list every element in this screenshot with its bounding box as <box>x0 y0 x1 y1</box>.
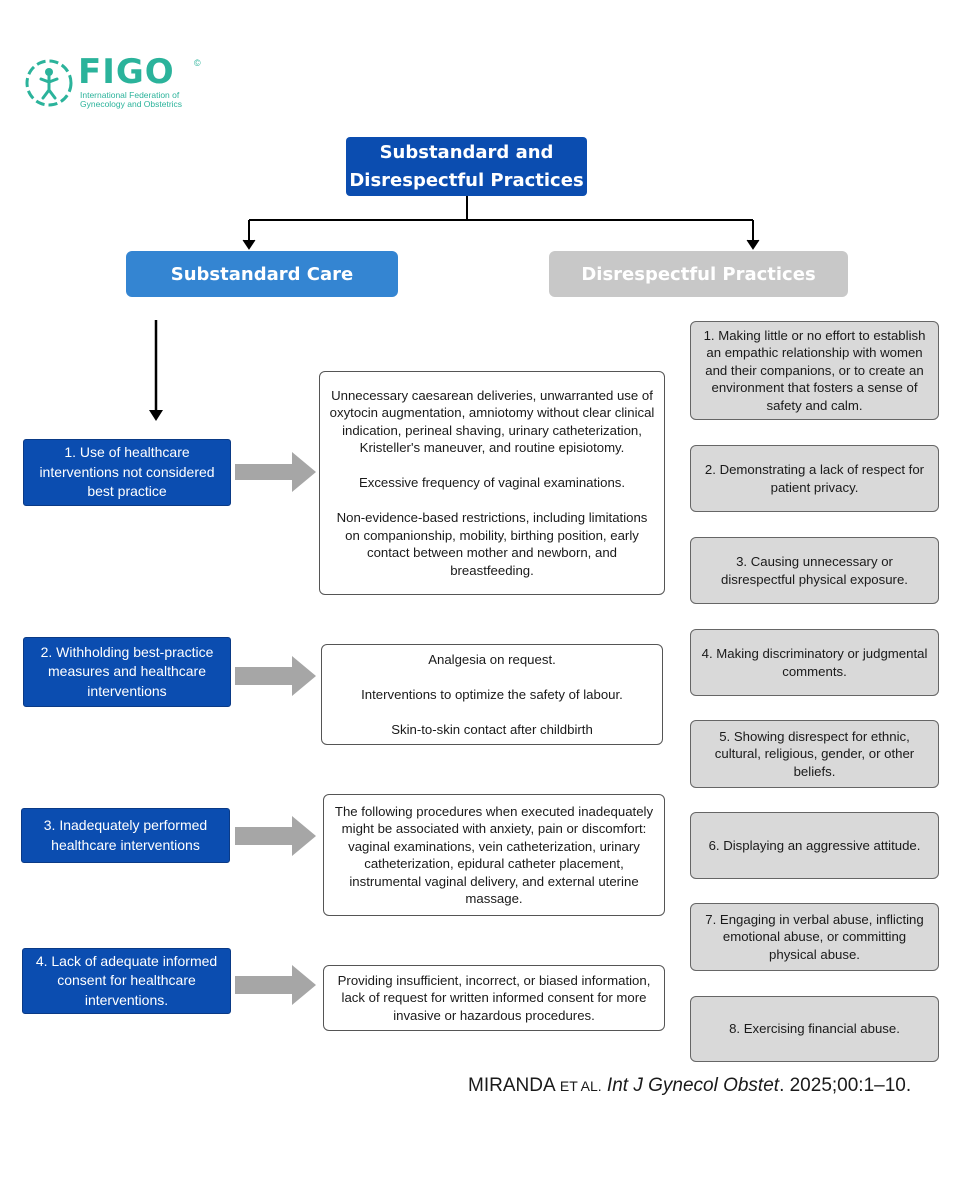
arrow-2 <box>235 656 316 696</box>
citation-etal: ET AL. <box>559 1078 602 1094</box>
substandard-care-box: Substandard Care <box>126 251 398 297</box>
arrow-3 <box>235 816 316 856</box>
category-1: 1. Use of healthcare interventions not c… <box>23 439 231 506</box>
root-box: Substandard and Disrespectful Practices <box>346 137 587 196</box>
examples-box-1: Unnecessary caesarean deliveries, unwarr… <box>319 371 665 595</box>
category-4: 4. Lack of adequate informed consent for… <box>22 948 231 1014</box>
disrespect-item-1: 1. Making little or no effort to establi… <box>690 321 939 420</box>
logo-name: FIGO <box>78 52 175 92</box>
disrespect-item-2: 2. Demonstrating a lack of respect for p… <box>690 445 939 512</box>
examples-2-text-3: Skin-to-skin contact after childbirth <box>391 721 593 737</box>
figo-logo: FIGO © International Federation of Gynec… <box>24 52 201 110</box>
arrow-1 <box>235 452 316 492</box>
disrespect-item-8: 8. Exercising financial abuse. <box>690 996 939 1062</box>
examples-2-text-1: Analgesia on request. <box>428 651 556 667</box>
root-line1: Substandard and <box>379 141 554 163</box>
logo-subtitle-1: International Federation of <box>80 90 180 100</box>
arrow-4 <box>235 965 316 1005</box>
root-line2: Disrespectful Practices <box>349 169 584 191</box>
disrespect-item-6: 6. Displaying an aggressive attitude. <box>690 812 939 879</box>
examples-1-text-1: Unnecessary caesarean deliveries, unwarr… <box>329 387 655 456</box>
examples-1-text-3: Non-evidence-based restrictions, includi… <box>336 510 648 578</box>
disrespect-item-7: 7. Engaging in verbal abuse, inflicting … <box>690 903 939 971</box>
examples-3-text-1: The following procedures when executed i… <box>334 803 654 907</box>
logo-copyright: © <box>194 58 201 68</box>
examples-box-2: Analgesia on request. Interventions to o… <box>321 644 663 745</box>
tree-connector <box>248 196 754 245</box>
category-3: 3. Inadequately performed healthcare int… <box>21 808 230 863</box>
citation-journal: Int J Gynecol Obstet <box>606 1075 780 1096</box>
examples-4-text-1: Providing insufficient, incorrect, or bi… <box>337 972 651 1023</box>
disrespect-item-4: 4. Making discriminatory or judgmental c… <box>690 629 939 696</box>
examples-2-text-2: Interventions to optimize the safety of … <box>361 686 623 702</box>
examples-box-3: The following procedures when executed i… <box>323 794 665 916</box>
disrespect-item-3: 3. Causing unnecessary or disrespectful … <box>690 537 939 604</box>
citation: MIRANDA ET AL. Int J Gynecol Obstet. 202… <box>468 1075 938 1097</box>
disrespect-item-5: 5. Showing disrespect for ethnic, cultur… <box>690 720 939 788</box>
figo-emblem-icon <box>25 59 73 107</box>
citation-details: . 2025;00:1–10. <box>779 1075 912 1096</box>
examples-1-text-2: Excessive frequency of vaginal examinati… <box>358 475 626 491</box>
examples-box-4: Providing insufficient, incorrect, or bi… <box>323 965 665 1031</box>
disrespectful-practices-box: Disrespectful Practices <box>549 251 848 297</box>
logo-subtitle-2: Gynecology and Obstetrics <box>80 99 183 109</box>
citation-author: MIRANDA <box>468 1075 555 1096</box>
category-2: 2. Withholding best-practice measures an… <box>23 637 231 707</box>
